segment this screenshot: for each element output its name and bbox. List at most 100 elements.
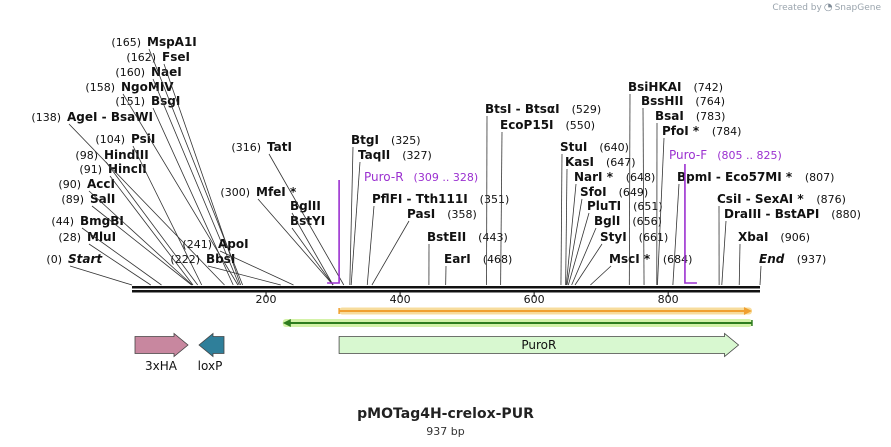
cut-site-line [371, 220, 410, 286]
cut-site-label: NgoMIV [121, 80, 174, 94]
cut-site-label: BmgBI [80, 214, 124, 228]
cut-site-position: (162) [126, 51, 156, 64]
cut-site-line [565, 183, 577, 286]
created-by-text: Created by [772, 2, 822, 13]
cut-site-label: BglI [594, 214, 620, 228]
cut-site-position: (222) [170, 253, 200, 266]
cut-site-label: MfeI * [256, 185, 297, 199]
cut-site-position: (529) [572, 103, 602, 116]
cut-site-label: XbaI [738, 230, 768, 244]
cut-site-label: Start [68, 252, 103, 266]
feature-loxp-arrow [198, 332, 225, 358]
primer-arrow [684, 164, 697, 284]
cut-site-line [642, 107, 645, 286]
cut-site-position: (327) [402, 149, 432, 162]
cut-site-line [81, 227, 162, 286]
cut-site-line [574, 243, 603, 286]
cut-site-line [759, 265, 762, 286]
cut-site-position: (684) [663, 253, 693, 266]
scale-tick-label: 400 [390, 293, 411, 306]
cut-site-label: MspA1I [147, 35, 197, 49]
cut-site-line [366, 205, 375, 286]
cut-site-label: MscI * [609, 252, 651, 266]
scale-tick-label: 800 [658, 293, 679, 306]
cut-site-line [628, 93, 631, 286]
cut-site-position: (807) [805, 171, 835, 184]
snapgene-logo-icon: ◔ [823, 2, 833, 13]
cut-site-line [657, 137, 665, 286]
map-length: 937 bp [426, 425, 465, 438]
cut-site-position: (906) [780, 231, 810, 244]
cut-site-line [69, 265, 133, 286]
cut-site-label: HindIII [104, 148, 149, 162]
cut-site-position: (550) [566, 119, 596, 132]
cut-site-line [88, 243, 151, 286]
cut-site-label: BbsI [206, 252, 235, 266]
cut-site-position: (661) [639, 231, 669, 244]
cut-site-label: AgeI - BsaWI [67, 110, 153, 124]
cut-site-position: (0) [46, 253, 62, 266]
backbone-top-strand [132, 286, 760, 289]
cut-site-label: FseI [162, 50, 190, 64]
cut-site-line [590, 265, 612, 286]
cut-site-label: BpmI - Eco57MI * [677, 170, 793, 184]
cut-site-label: BglII [290, 199, 321, 213]
cut-site-label: BstEII [427, 230, 466, 244]
feature-label: PuroR [521, 338, 556, 352]
cut-site-position: (104) [95, 133, 125, 146]
cut-site-label: PluTI [587, 199, 621, 213]
cut-site-position: (764) [695, 95, 725, 108]
cut-site-position: (89) [61, 193, 84, 206]
cut-site-position: (876) [816, 193, 846, 206]
cut-site-position: (358) [447, 208, 477, 221]
cut-site-position: (649) [619, 186, 649, 199]
cut-site-position: (351) [480, 193, 510, 206]
feature-puror-arrow [338, 332, 740, 358]
cut-site-position: (90) [58, 178, 81, 191]
cut-site-line [91, 205, 192, 286]
cut-site-label: AccI [87, 177, 115, 191]
cut-site-position: (656) [632, 215, 662, 228]
cut-site-position: (241) [182, 238, 212, 251]
cut-site-label: DraIII - BstAPI [724, 207, 819, 221]
cut-site-line [571, 227, 597, 286]
cut-site-line [567, 212, 590, 286]
cut-site-line [349, 146, 354, 286]
map-title: pMOTag4H-crelox-PUR [357, 406, 534, 422]
cut-site-position: (468) [483, 253, 513, 266]
cut-site-position: (880) [831, 208, 861, 221]
primer-label: Puro-F [669, 148, 707, 162]
cut-site-line [291, 212, 334, 286]
orf-reverse-arrowhead [282, 319, 291, 327]
cut-site-line [566, 198, 583, 286]
cut-site-position: (742) [694, 81, 724, 94]
primer-range: (309 .. 328) [414, 171, 479, 184]
cut-site-line [132, 145, 203, 286]
cut-site-position: (151) [115, 95, 145, 108]
cut-site-line [152, 78, 240, 286]
cut-site-label: CsiI - SexAI * [717, 192, 804, 206]
cut-site-label: End [759, 252, 785, 266]
cut-site-label: PfoI * [662, 124, 700, 138]
cut-site-line [88, 190, 193, 286]
cut-site-line [207, 265, 281, 286]
feature-3xha-arrow [134, 332, 189, 358]
cut-site-label: StyI [600, 230, 627, 244]
cut-site-position: (647) [606, 156, 636, 169]
cut-site-label: TaqII [358, 148, 390, 162]
cut-site-position: (165) [111, 36, 141, 49]
feature-label: loxP [198, 359, 223, 373]
cut-site-label: PsiI [131, 132, 155, 146]
scale-tick-label: 600 [524, 293, 545, 306]
cut-site-line [291, 227, 334, 286]
cut-site-line [219, 250, 294, 286]
cut-site-position: (784) [712, 125, 742, 138]
scale-tick-label: 200 [256, 293, 277, 306]
cut-site-position: (937) [797, 253, 827, 266]
cut-site-label: SalI [90, 192, 115, 206]
cut-site-label: PasI [407, 207, 435, 221]
cut-site-position: (325) [391, 134, 421, 147]
cut-site-line [122, 93, 239, 286]
cut-site-label: BsgI [151, 94, 180, 108]
